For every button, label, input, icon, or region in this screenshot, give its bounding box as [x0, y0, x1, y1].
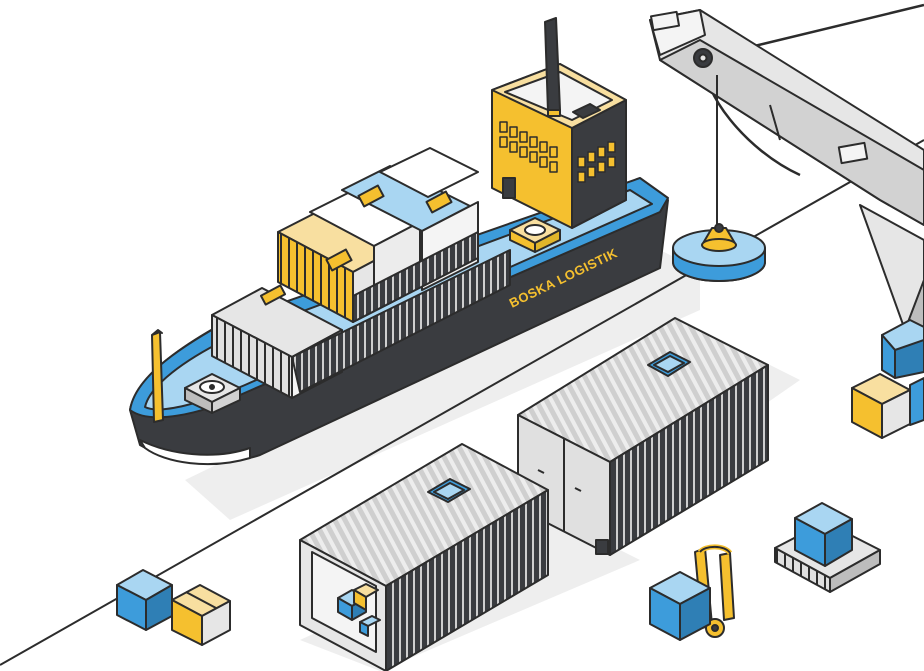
cardboard-box-yellow: [851, 373, 911, 439]
bow-mast: [151, 331, 164, 423]
pallet-with-box: [774, 502, 881, 593]
cardboard-box-blue: [909, 377, 924, 426]
cardboard-box-blue: [116, 569, 173, 631]
cardboard-box-yellow: [171, 584, 231, 646]
crane-magnet: [672, 223, 766, 282]
boxes-right-edge: [851, 319, 924, 439]
bridge-door: [502, 177, 516, 199]
ship-funnel: [544, 17, 561, 113]
deck-vent-unit: [509, 217, 561, 253]
cargo-ship: BOSKA LOGISTIK: [129, 17, 669, 466]
boxes-inside-container: [337, 583, 381, 637]
cardboard-box-blue: [794, 502, 853, 567]
bridge-windows: [499, 121, 616, 183]
crane-tower: [859, 204, 924, 331]
cardboard-box-blue: [881, 319, 924, 379]
port-crane: [649, 3, 924, 331]
hand-truck: [649, 544, 735, 641]
shipping-container-front: [299, 443, 549, 671]
container-side-dark: [291, 249, 511, 393]
cardboard-box-blue: [649, 571, 711, 641]
ship-bridge-tower: [491, 17, 627, 229]
boxes-bottom-left: [116, 569, 231, 646]
bow-vent-unit: [184, 373, 241, 414]
